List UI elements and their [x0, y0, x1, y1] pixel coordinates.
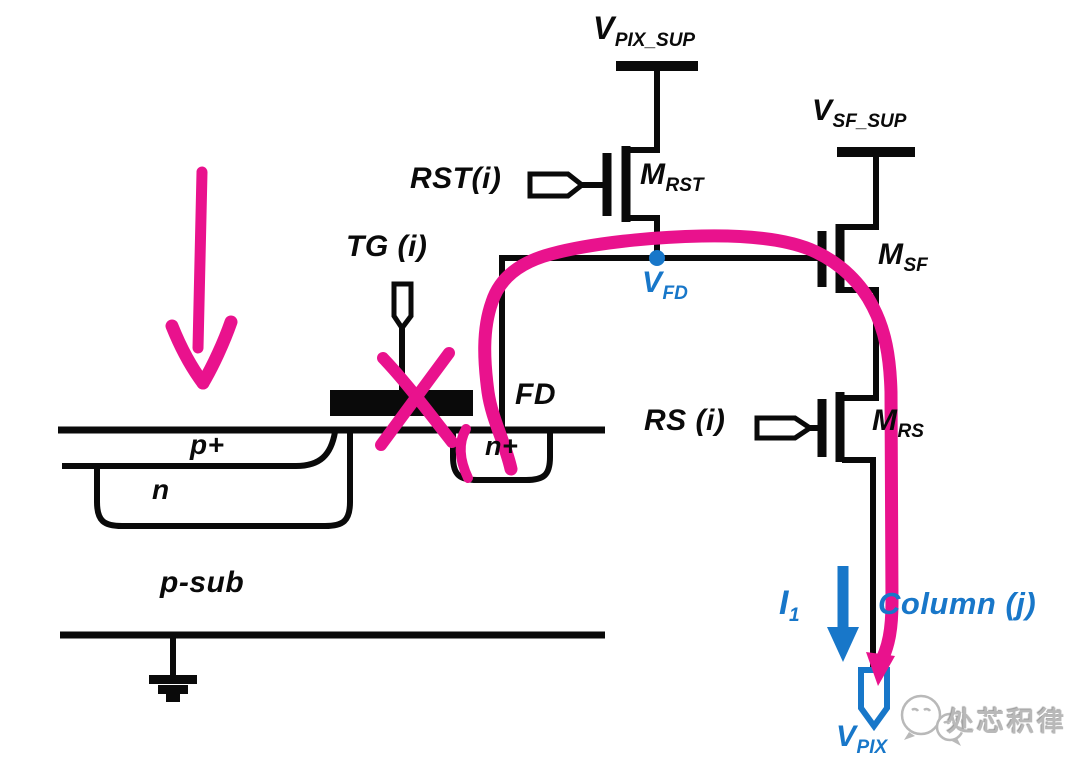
wechat-eyes-large [911, 707, 932, 712]
ground-bar-2 [158, 685, 188, 694]
i1-main: I [779, 584, 789, 622]
vfd-sub: FD [662, 283, 688, 304]
p-plus-boundary [62, 431, 338, 469]
vpix-sub: PIX [856, 737, 888, 758]
rst-pin-icon [527, 171, 587, 199]
mrst-sub: RST [665, 175, 704, 196]
msf-drain-wire [842, 156, 879, 230]
wechat-eyes-small [943, 720, 960, 725]
mrs-main: M [872, 404, 898, 437]
column-wire [842, 457, 876, 670]
n-plus-region-label: n+ [485, 431, 519, 461]
column-output-pin-icon [858, 667, 890, 732]
current-arrow-head-icon [827, 627, 859, 662]
tg-row-label: TG (i) [346, 230, 428, 263]
mrst-label: MRST [640, 158, 704, 196]
vpix-label: VPIX [836, 720, 888, 758]
mrst-drain-wire [627, 66, 660, 153]
tg-cross-x-stroke-2 [375, 347, 455, 451]
rs-pin-icon [754, 415, 815, 441]
signal-path-curve [478, 229, 899, 672]
vfd-label: VFD [642, 266, 688, 304]
vpix-sup-sub: PIX_SUP [614, 30, 696, 51]
msf-sub: SF [903, 255, 928, 276]
i1-current-label: I1 [779, 586, 800, 625]
vpix-sup-label: VPIX_SUP [593, 12, 695, 50]
n-plus-fd-boundary [450, 431, 553, 483]
vpix-sup-main: V [593, 10, 615, 46]
msf-label: MSF [878, 238, 928, 276]
vfd-main: V [642, 266, 663, 299]
msf-main: M [878, 238, 904, 271]
vpix-main: V [836, 720, 857, 753]
mrs-sub: RS [897, 421, 924, 442]
rst-row-label: RST(i) [410, 162, 502, 195]
p-sub-label: p-sub [160, 566, 245, 599]
mrst-main: M [640, 158, 666, 191]
watermark-text: 处芯积律 [947, 707, 1067, 737]
vsf-sup-label: VSF_SUP [812, 94, 907, 132]
wechat-bubble-tail-1 [904, 732, 915, 740]
rs-row-label: RS (i) [644, 404, 726, 437]
p-plus-region-label: p+ [190, 429, 225, 460]
ground-bar-1 [149, 675, 197, 684]
i1-sub: 1 [788, 605, 800, 626]
mrs-label: MRS [872, 404, 924, 442]
signal-path-fd-strand [455, 424, 473, 483]
vsf-sup-sub: SF_SUP [832, 111, 907, 132]
fd-label: FD [515, 378, 556, 411]
vfd-node-dot [649, 250, 665, 266]
light-arrow-shaft [192, 166, 208, 354]
n-well-region-label: n [152, 474, 170, 505]
column-label: Column (j) [878, 586, 1037, 621]
light-arrow-head-right [196, 315, 238, 390]
magenta-annotations [165, 166, 899, 686]
fd-node-wire [499, 255, 819, 430]
wechat-logo-icon [900, 694, 965, 746]
vsf-sup-main: V [812, 94, 833, 127]
wechat-bubble-tail-2 [950, 738, 961, 746]
signal-path-arrow-head [866, 652, 895, 686]
tg-pin-icon [391, 281, 414, 333]
n-well-boundary [94, 433, 353, 529]
wechat-bubble-large [900, 694, 942, 736]
ground-bar-3 [166, 694, 180, 702]
blue-elements [649, 250, 890, 732]
